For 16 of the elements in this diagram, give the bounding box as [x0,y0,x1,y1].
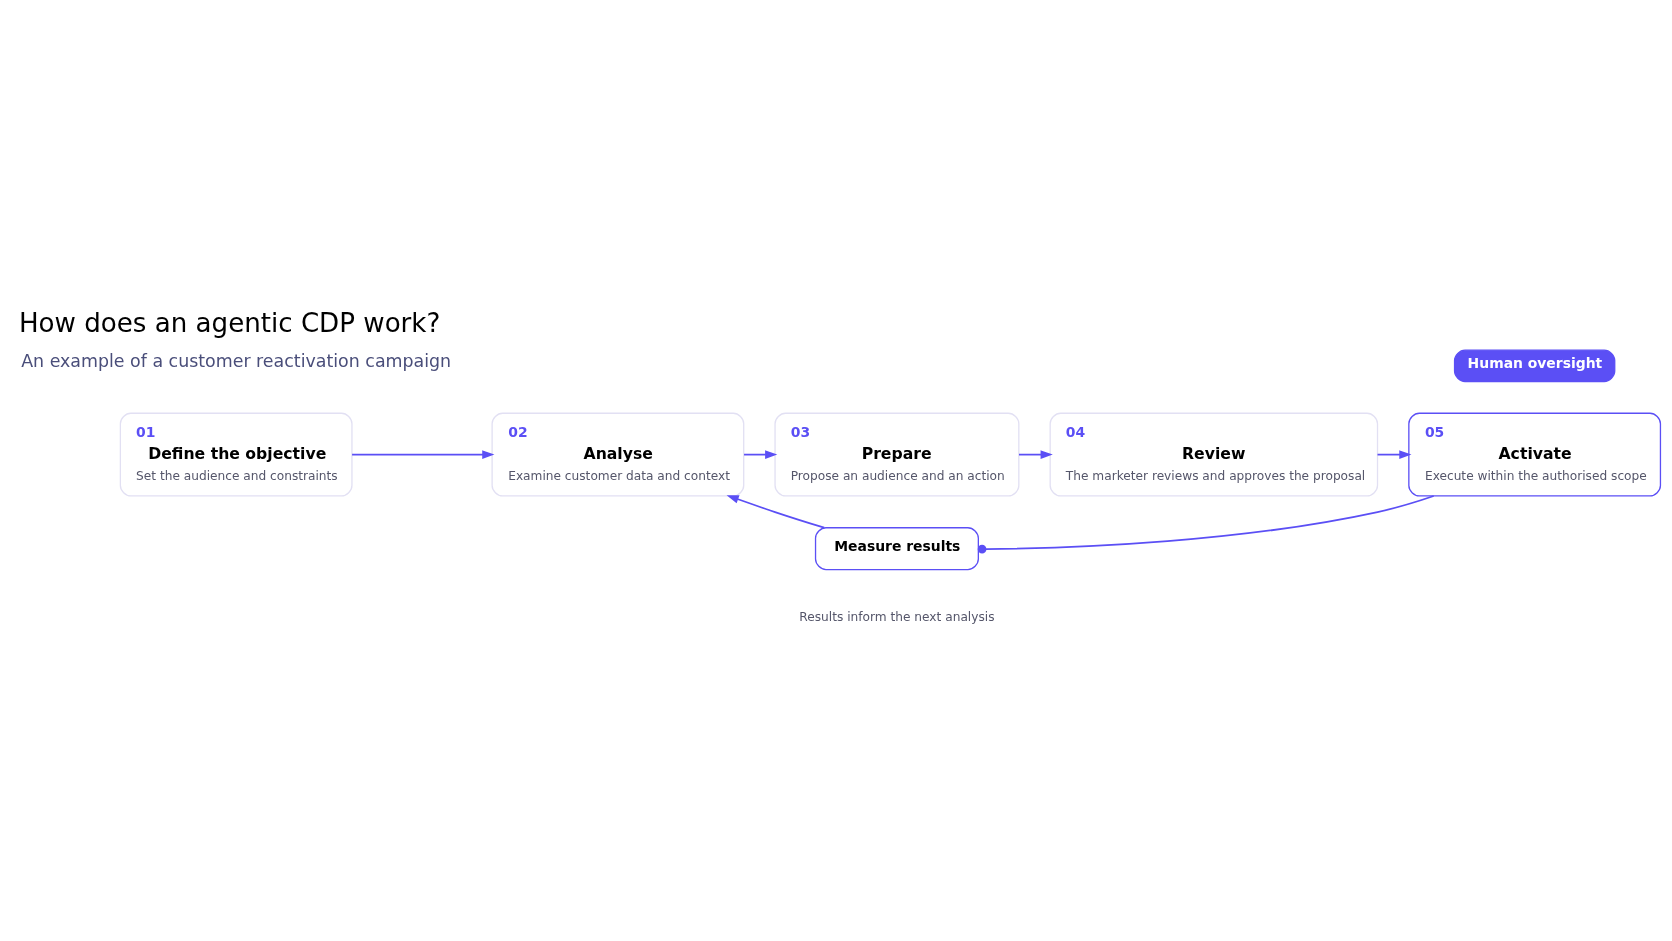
node-box: 04 Review The marketer reviews and approves the proposal [1049,412,1379,497]
label: An example of a customer reactivation campaign [21,350,452,371]
arrow [1018,450,1053,459]
connector [977,495,1435,554]
node-box: Measure results [814,527,979,571]
diagram-title: How does an agentic CDP work? [18,307,441,338]
arrow [726,495,826,529]
node-box: 01 Define the objective Set the audience and constraints [119,412,353,497]
node-label: Results inform the next analysis [799,609,995,624]
node-box: 03 Prepare Propose an audience and an action [774,412,1020,497]
node-box: 05 Activate Execute within the authorised scope [1408,412,1662,497]
arrow [1376,450,1412,459]
arrow [743,450,778,459]
arrow [351,450,495,459]
node-box: Human oversight [1453,349,1616,383]
node-box: 02 Analyse Examine customer data and context [491,412,745,497]
